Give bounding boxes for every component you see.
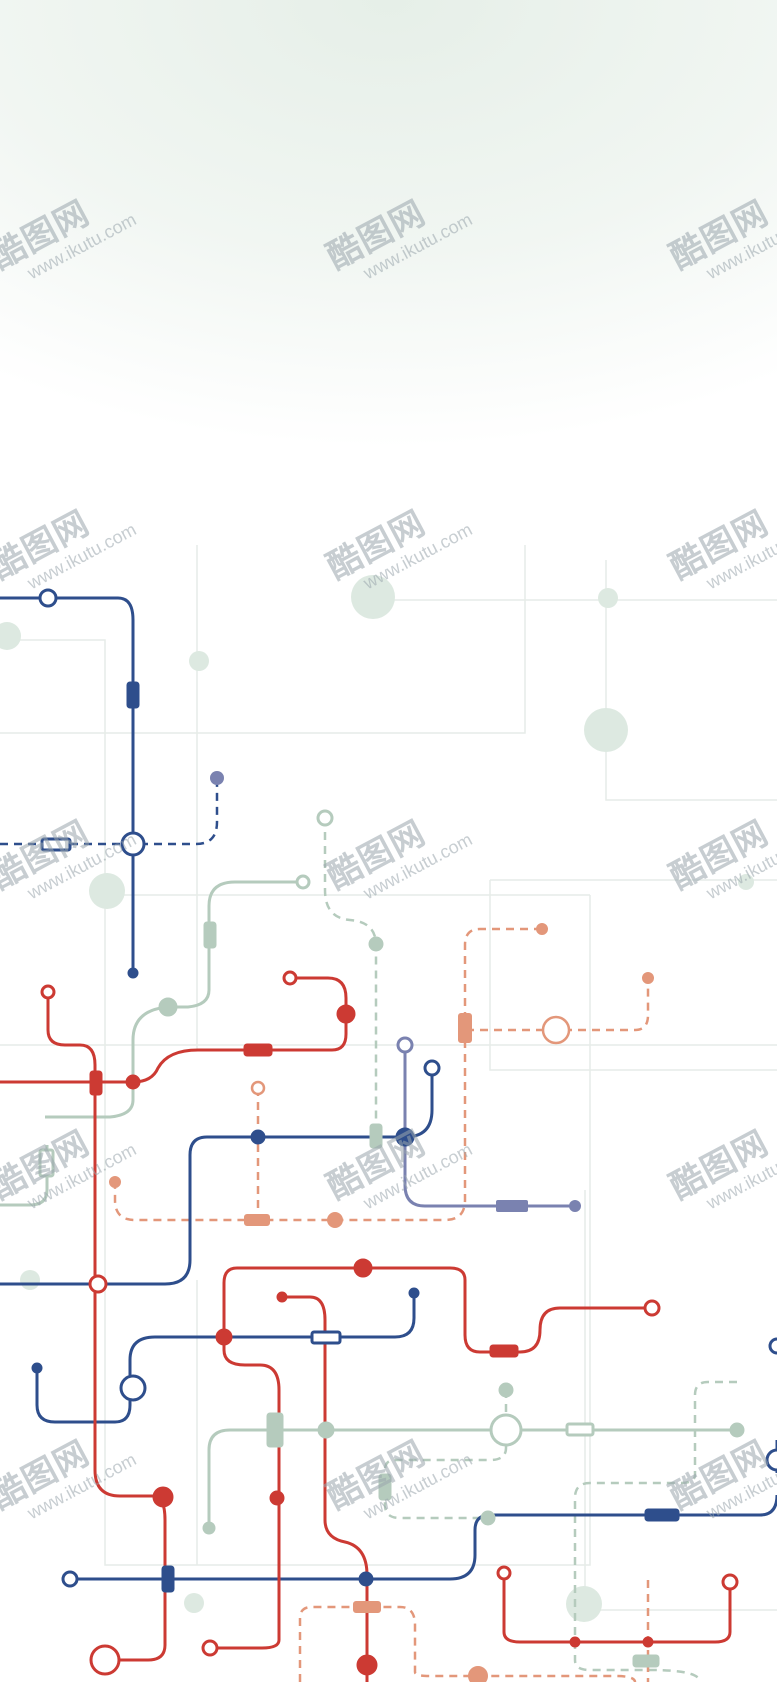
sage-lines bbox=[0, 880, 737, 1528]
navy-dashed-branch bbox=[0, 778, 219, 846]
salmon-dashed-lines bbox=[113, 927, 650, 1682]
faint-circles bbox=[0, 575, 754, 1622]
navy-lines bbox=[0, 596, 777, 1581]
red-markers bbox=[89, 1004, 654, 1676]
red-lines bbox=[0, 976, 732, 1682]
lavender-line bbox=[403, 1045, 575, 1208]
red-hollow-terminals bbox=[40, 970, 739, 1676]
navy-dashed-terminal bbox=[210, 771, 224, 785]
sage-dashed-lines bbox=[323, 818, 737, 1682]
salmon-hollow-terminals bbox=[250, 1015, 571, 1096]
navy-markers bbox=[31, 681, 680, 1593]
sage-hollow-terminals bbox=[38, 809, 595, 1447]
salmon-markers bbox=[109, 923, 654, 1682]
lavender-markers bbox=[396, 1036, 581, 1212]
faint-grid bbox=[0, 545, 777, 1611]
sage-markers bbox=[158, 921, 745, 1668]
navy-hollow-terminals bbox=[38, 588, 777, 1588]
